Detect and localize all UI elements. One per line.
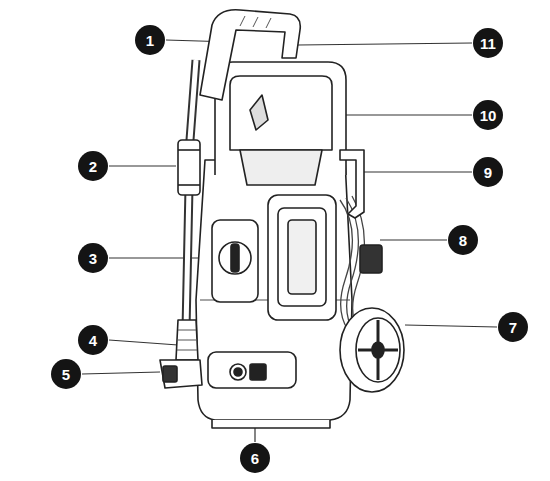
callout-number: 5	[51, 359, 81, 389]
callout-number: 6	[240, 443, 270, 473]
leader-lines	[82, 40, 497, 442]
callout-number: 7	[498, 312, 528, 342]
callout-number: 2	[78, 151, 108, 181]
callout-number: 9	[473, 157, 503, 187]
callout-number: 10	[473, 100, 503, 130]
callout-number: 1	[135, 25, 165, 55]
callout-number: 8	[448, 225, 478, 255]
callout-number: 4	[78, 325, 108, 355]
machine	[160, 10, 404, 428]
callout-number: 3	[78, 243, 108, 273]
callout-number: 11	[473, 28, 503, 58]
